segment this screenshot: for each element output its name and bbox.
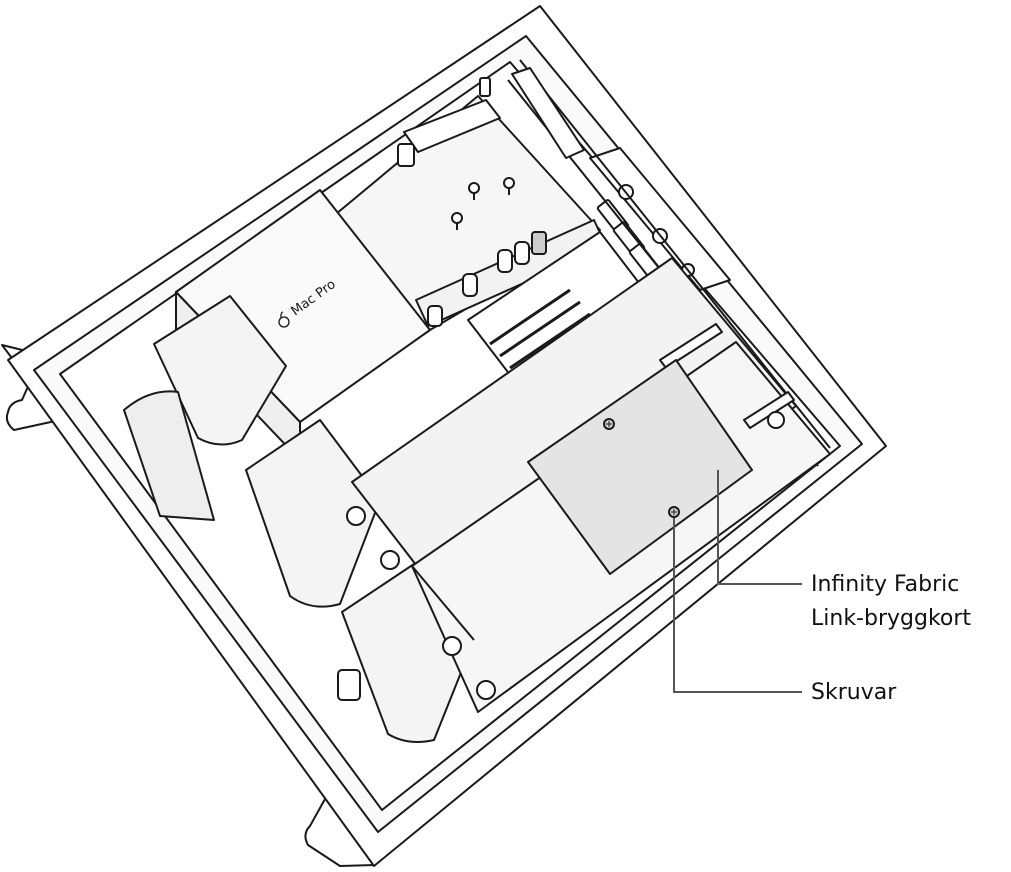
rear-latch <box>397 143 415 167</box>
pcie-slot <box>509 312 591 370</box>
panel-screw <box>442 636 462 656</box>
usb-port <box>531 231 547 255</box>
thunderbolt-port <box>497 249 513 273</box>
panel-screw <box>767 411 785 429</box>
bridge-screw <box>603 418 615 430</box>
panel-screws <box>346 411 785 700</box>
panel-screw <box>346 506 366 526</box>
callout-line-bridge <box>717 470 802 585</box>
apple-logo-icon <box>278 311 290 328</box>
fan-module <box>245 419 381 608</box>
pci-bracket-rail <box>589 147 731 291</box>
thunderbolt-port <box>514 241 530 265</box>
thunderbolt-port <box>462 273 478 297</box>
callout-line-screws <box>673 518 802 693</box>
mpx-module-groove <box>743 391 795 429</box>
fan-module-edge <box>123 390 215 521</box>
side-rail-slot <box>511 67 585 159</box>
bridge-screw <box>668 506 680 518</box>
panel-screw <box>380 550 400 570</box>
pcie-slot <box>489 288 571 346</box>
fan-module <box>153 295 287 446</box>
cable-clip <box>337 669 361 701</box>
infinity-fabric-bridge <box>527 359 753 575</box>
io-switch <box>427 305 443 327</box>
callout-label-line: Infinity Fabric <box>811 572 960 597</box>
mpx-slot-divider <box>411 565 475 641</box>
pcie-slot <box>499 300 581 358</box>
panel-screw <box>476 680 496 700</box>
standoff-group <box>451 177 515 230</box>
callout-label-line: Link-bryggkort <box>811 606 972 631</box>
callout-label-bridge: Infinity Fabric Link-bryggkort <box>811 568 971 636</box>
mpx-module-groove <box>659 323 723 369</box>
side-rail <box>519 59 831 449</box>
rear-latch <box>479 77 491 97</box>
callout-label-line: Skruvar <box>811 680 897 705</box>
callout-label-screws: Skruvar <box>811 676 896 710</box>
